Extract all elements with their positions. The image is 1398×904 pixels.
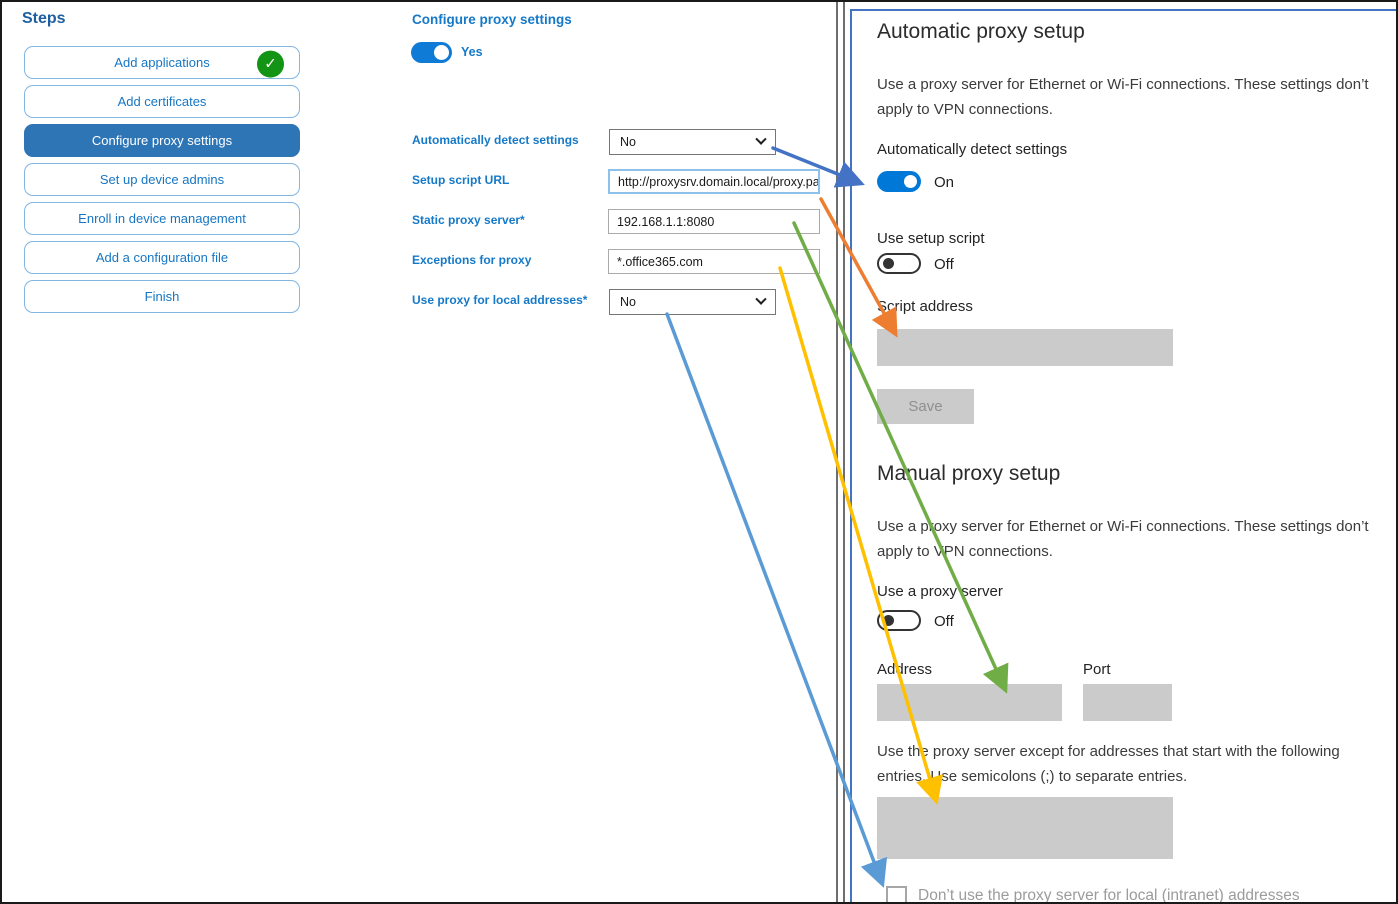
step-button-add-certificates[interactable]: Add certificates: [24, 85, 300, 118]
step-label: Add applications: [114, 55, 210, 70]
step-label: Configure proxy settings: [91, 133, 233, 148]
steps-list: Add applications ✓ Add certificates Conf…: [24, 46, 300, 319]
proxy-exceptions-hint: Use the proxy server except for addresse…: [877, 743, 1340, 785]
configure-proxy-toggle-state: Yes: [461, 45, 483, 59]
steps-panel-title: Steps: [22, 10, 66, 27]
address-label: Address: [877, 661, 933, 678]
form-panel-title: Configure proxy settings: [412, 12, 572, 27]
detect-settings-toggle[interactable]: [877, 171, 921, 192]
chevron-down-icon: [755, 133, 767, 145]
proxy-exceptions-textarea[interactable]: [877, 797, 1173, 859]
step-button-finish[interactable]: Finish: [24, 280, 300, 313]
step-label: Set up device admins: [99, 172, 225, 187]
script-address-input[interactable]: [877, 329, 1173, 366]
field-label-proxy-exceptions: Exceptions for proxy: [412, 253, 532, 267]
configure-proxy-toggle[interactable]: [411, 42, 452, 63]
automatic-proxy-description: Use a proxy server for Ethernet or Wi-Fi…: [877, 76, 1369, 118]
chevron-down-icon: [755, 293, 767, 305]
static-proxy-server-input[interactable]: 192.168.1.1:8080: [608, 209, 820, 234]
use-setup-script-toggle-state: Off: [934, 256, 954, 273]
step-button-add-configuration-file[interactable]: Add a configuration file: [24, 241, 300, 274]
input-value: *.office365.com: [617, 254, 703, 269]
local-intranet-checkbox[interactable]: [886, 886, 907, 902]
input-value: 192.168.1.1:8080: [617, 214, 715, 229]
select-value: No: [620, 295, 636, 309]
use-proxy-server-toggle-state: Off: [934, 613, 954, 630]
step-label: Enroll in device management: [78, 211, 246, 226]
pane-divider: [843, 2, 845, 902]
local-intranet-checkbox-label: Don’t use the proxy server for local (in…: [918, 887, 1300, 904]
field-label-setup-script-url: Setup script URL: [412, 173, 510, 187]
detect-settings-label: Automatically detect settings: [877, 141, 1068, 158]
step-label: Add certificates: [117, 94, 207, 109]
local-addresses-select[interactable]: No: [609, 289, 776, 315]
toggle-knob: [434, 45, 449, 60]
step-label: Finish: [144, 289, 180, 304]
toggle-knob: [904, 175, 917, 188]
step-label: Add a configuration file: [95, 250, 229, 265]
step-button-set-up-device-admins[interactable]: Set up device admins: [24, 163, 300, 196]
input-value: http://proxysrv.domain.local/proxy.pa: [618, 174, 820, 189]
port-input[interactable]: [1083, 684, 1172, 721]
manual-proxy-description: Use a proxy server for Ethernet or Wi-Fi…: [877, 518, 1369, 560]
toggle-knob: [883, 615, 894, 626]
use-setup-script-label: Use setup script: [877, 230, 985, 247]
script-address-label: Script address: [877, 298, 973, 315]
save-button[interactable]: Save: [877, 389, 974, 424]
port-label: Port: [1083, 661, 1111, 678]
manual-proxy-heading: Manual proxy setup: [877, 462, 1061, 485]
address-input[interactable]: [877, 684, 1062, 721]
field-label-detect-settings: Automatically detect settings: [412, 133, 579, 147]
field-label-local-addresses: Use proxy for local addresses*: [412, 293, 588, 307]
use-proxy-server-toggle[interactable]: [877, 610, 921, 631]
completed-check-icon: ✓: [257, 50, 284, 78]
detect-settings-toggle-state: On: [934, 174, 955, 191]
toggle-knob: [883, 258, 894, 269]
pane-divider: [836, 2, 838, 902]
use-setup-script-toggle[interactable]: [877, 253, 921, 274]
proxy-exceptions-input[interactable]: *.office365.com: [608, 249, 820, 274]
step-button-configure-proxy-settings[interactable]: Configure proxy settings: [24, 124, 300, 157]
field-label-static-proxy: Static proxy server*: [412, 213, 525, 227]
setup-script-url-input[interactable]: http://proxysrv.domain.local/proxy.pa: [608, 169, 820, 194]
detect-settings-select[interactable]: No: [609, 129, 776, 155]
automatic-proxy-heading: Automatic proxy setup: [877, 20, 1085, 43]
step-button-enroll-device-management[interactable]: Enroll in device management: [24, 202, 300, 235]
select-value: No: [620, 135, 636, 149]
use-proxy-server-label: Use a proxy server: [877, 583, 1003, 600]
step-button-add-applications[interactable]: Add applications ✓: [24, 46, 300, 79]
